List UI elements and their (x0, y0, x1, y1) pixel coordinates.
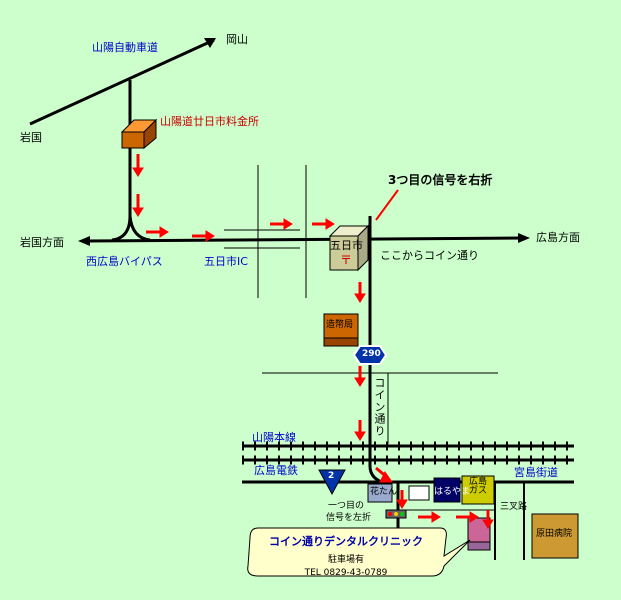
clinic-callout-bubble (247, 527, 471, 577)
post-office-mark: 〒 (340, 253, 353, 267)
clinic-parking: 駐車場有 (327, 555, 364, 565)
hanadan-building (367, 483, 393, 503)
label-okayama: 岡山 (226, 33, 248, 46)
bypass-merge-curve (111, 215, 132, 242)
harada-hospital-building (531, 513, 579, 559)
clinic-callout: コイン通りデンタルクリニック 駐車場有 TEL 0829-43-0789 (248, 528, 444, 578)
route-arrow-9 (354, 420, 366, 441)
label-harada-hospital: 原田病院 (536, 529, 573, 539)
route-arrow-10 (375, 466, 393, 483)
nishi-hiroshima-bypass-road (83, 236, 523, 243)
label-mint: 造幣局 (326, 320, 354, 330)
itsukaichi-post-office (328, 224, 370, 272)
clinic-name: コイン通りデンタルクリニック (269, 535, 423, 548)
label-hiroden: 広島電鉄 (254, 464, 298, 477)
traffic-signal (385, 509, 407, 519)
sanyo-expressway-road (29, 38, 215, 126)
route-arrow-7 (354, 282, 366, 303)
label-sanyo-expressway: 山陽自動車道 (92, 41, 158, 54)
haruyama-building (433, 477, 461, 503)
route-arrow-3 (146, 226, 169, 238)
route-arrows (132, 154, 494, 529)
label-hiroshima-gas: 広島ガス (468, 477, 487, 496)
route-arrow-13 (456, 511, 479, 523)
bypass-merge-curve-2 (128, 215, 151, 242)
label-hanadan: 花たん (370, 487, 398, 497)
label-third-signal: 3つ目の信号を右折 (388, 173, 493, 187)
clinic-building (467, 517, 491, 551)
label-hiroshima-direction: 広島方面 (536, 231, 580, 244)
haruyama-sign-small (408, 485, 430, 501)
route-arrow-6 (312, 218, 335, 230)
label-route-2: 2 (328, 471, 335, 481)
label-itsukaichi: 五日市 (330, 239, 363, 252)
label-iwakuni-direction: 岩国方面 (20, 236, 64, 249)
expressway-arrow-okayama (204, 38, 216, 48)
label-mitsumata: 三叉路 (500, 502, 528, 512)
route-arrow-5 (270, 218, 293, 230)
route-arrow-14 (482, 510, 494, 529)
route-arrow-12 (418, 511, 441, 523)
arrow-iwakuni-direction (78, 236, 90, 246)
label-sanyo-main-line: 山陽本線 (252, 431, 296, 444)
label-first-signal-line1: 一つ目の (328, 501, 365, 511)
label-coin-street-vertical: コイン通り (373, 377, 386, 437)
clinic-tel: TEL 0829-43-0789 (304, 568, 388, 578)
mint-building (323, 313, 359, 347)
route-290-sign (352, 345, 388, 365)
route-arrow-4 (192, 230, 215, 242)
route-arrow-8 (354, 366, 366, 387)
route-2-sign (318, 469, 346, 496)
tollgate-building (120, 118, 158, 150)
label-first-signal-line2: 信号を左折 (326, 513, 372, 523)
label-tollgate: 山陽道廿日市料金所 (160, 115, 259, 128)
label-iwakuni: 岩国 (20, 131, 42, 144)
label-haruyama: はるやま (434, 487, 471, 497)
third-signal-pointer (375, 189, 399, 221)
hiroshima-gas-building (461, 475, 495, 505)
label-hatsukaichi-ic: 五日市IC (204, 255, 248, 268)
label-nishi-hiroshima-bypass: 西広島バイパス (86, 255, 163, 268)
route-arrow-1 (132, 154, 144, 177)
arrow-hiroshima-direction (518, 233, 530, 243)
label-coin-street-from-here: ここからコイン通り (380, 249, 479, 262)
route-arrow-2 (132, 194, 144, 217)
route-arrow-11 (396, 490, 408, 509)
label-miyajima-kaido: 宮島街道 (514, 466, 558, 479)
label-route-290: 290 (362, 349, 381, 359)
